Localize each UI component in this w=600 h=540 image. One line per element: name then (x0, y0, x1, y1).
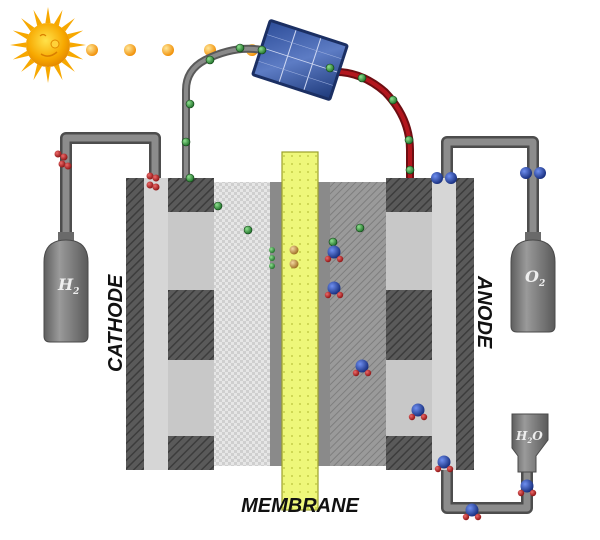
solar-panel-icon (251, 19, 349, 101)
membrane-label: MEMBRANE (241, 495, 359, 517)
water-molecule (434, 455, 454, 473)
protons (269, 245, 299, 269)
oxygen-molecules (431, 167, 546, 184)
hydrogen-molecule (54, 150, 68, 161)
water-molecule (352, 359, 372, 377)
proton (269, 247, 275, 253)
photon (86, 44, 98, 56)
hydrogen-tank-label: H (57, 275, 74, 294)
electron (388, 95, 398, 105)
oxygen-tank-subscript: 2 (538, 279, 545, 289)
svg-text:O2: O2 (525, 267, 545, 289)
hydrogen-molecule (58, 160, 72, 170)
electron (205, 55, 215, 65)
anode-electrode (318, 182, 330, 466)
positive-wire (326, 67, 414, 182)
sun-ray (69, 42, 86, 48)
anode-gas-channel (432, 178, 456, 470)
water-molecules (324, 245, 537, 521)
sun-ray (61, 58, 75, 72)
water-molecule (324, 245, 344, 263)
electron (243, 225, 253, 235)
electron (257, 45, 267, 55)
electron (181, 137, 191, 147)
electron (405, 165, 415, 175)
membrane (281, 151, 319, 511)
oxygen-tank: O2 (510, 232, 556, 333)
sun-ray (45, 7, 51, 24)
svg-text:H2O: H2O (515, 429, 543, 445)
sun-ray (67, 30, 84, 40)
sun-ray (12, 30, 29, 40)
water-tank-suffix: O (532, 429, 543, 443)
water-molecule (324, 281, 344, 299)
cathode-catalyst-layer (214, 182, 270, 466)
water-molecule (408, 403, 428, 421)
cathode-label: CATHODE (105, 274, 127, 372)
electron (355, 223, 365, 233)
water-molecule (462, 503, 482, 521)
sun-ray (12, 50, 29, 60)
oxygen-tank-label: O (525, 267, 539, 286)
sun-ray (21, 18, 35, 32)
anode-label: ANODE (473, 275, 495, 349)
hydrogen-molecule (146, 172, 160, 182)
electron (325, 63, 335, 73)
proton (269, 263, 275, 269)
oxygen-molecule (520, 167, 546, 179)
hydrogen-tank-subscript: 2 (72, 287, 79, 297)
electron (185, 99, 195, 109)
water-tank: H2O (511, 413, 549, 473)
electron (404, 135, 414, 145)
hydrogen-molecule (146, 181, 160, 191)
electron (213, 201, 223, 211)
electron (328, 237, 338, 247)
sun-icon (10, 7, 86, 83)
sun-ray (21, 58, 35, 72)
water-tank-label: H (515, 429, 528, 443)
proton (269, 255, 275, 261)
negative-wire (182, 44, 266, 182)
electron (185, 173, 195, 183)
cathode-end-plate (126, 178, 144, 470)
anode-end-plate (456, 178, 474, 470)
water-tank-subscript: 2 (526, 436, 532, 445)
electrons (181, 43, 415, 247)
sun-ray (33, 9, 43, 26)
sun-ray (61, 18, 75, 32)
electron (235, 43, 245, 53)
hydrogen-molecules (54, 150, 160, 191)
photon (124, 44, 136, 56)
cathode-gas-channel (144, 178, 168, 470)
hydrogen-tank: H2 (43, 232, 89, 343)
sun-ray (53, 9, 63, 26)
proton (289, 259, 299, 269)
electron (357, 73, 367, 83)
water-molecule (517, 479, 537, 497)
svg-text:H2: H2 (57, 275, 79, 297)
gas-pipes (60, 132, 539, 514)
sun-ray (10, 42, 27, 48)
cathode-electrode (270, 182, 282, 466)
sun-ray (33, 64, 43, 81)
oxygen-molecule (431, 172, 457, 184)
sun-ray (45, 66, 51, 83)
proton (289, 245, 299, 255)
sun-ray (53, 64, 63, 81)
fuel-cell (126, 151, 474, 511)
sun-ray (67, 50, 84, 60)
water-pipe (441, 466, 533, 514)
photon (162, 44, 174, 56)
